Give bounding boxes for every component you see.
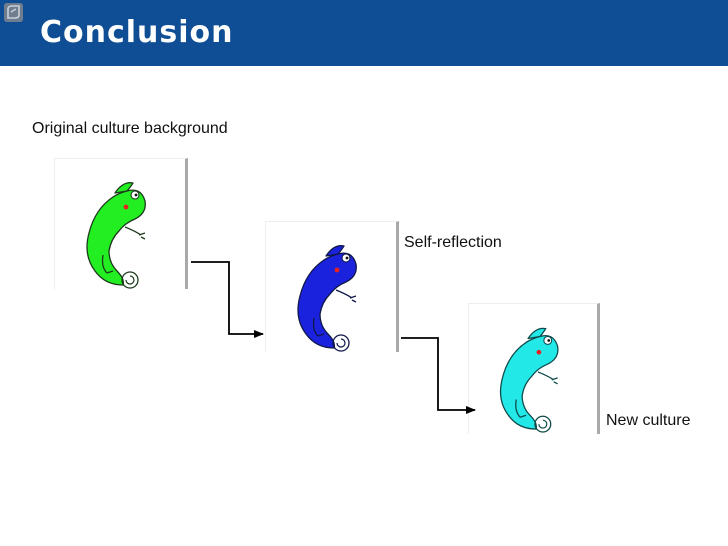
elbow-arrow-icon <box>401 338 475 410</box>
elbow-arrow-icon <box>191 262 263 334</box>
